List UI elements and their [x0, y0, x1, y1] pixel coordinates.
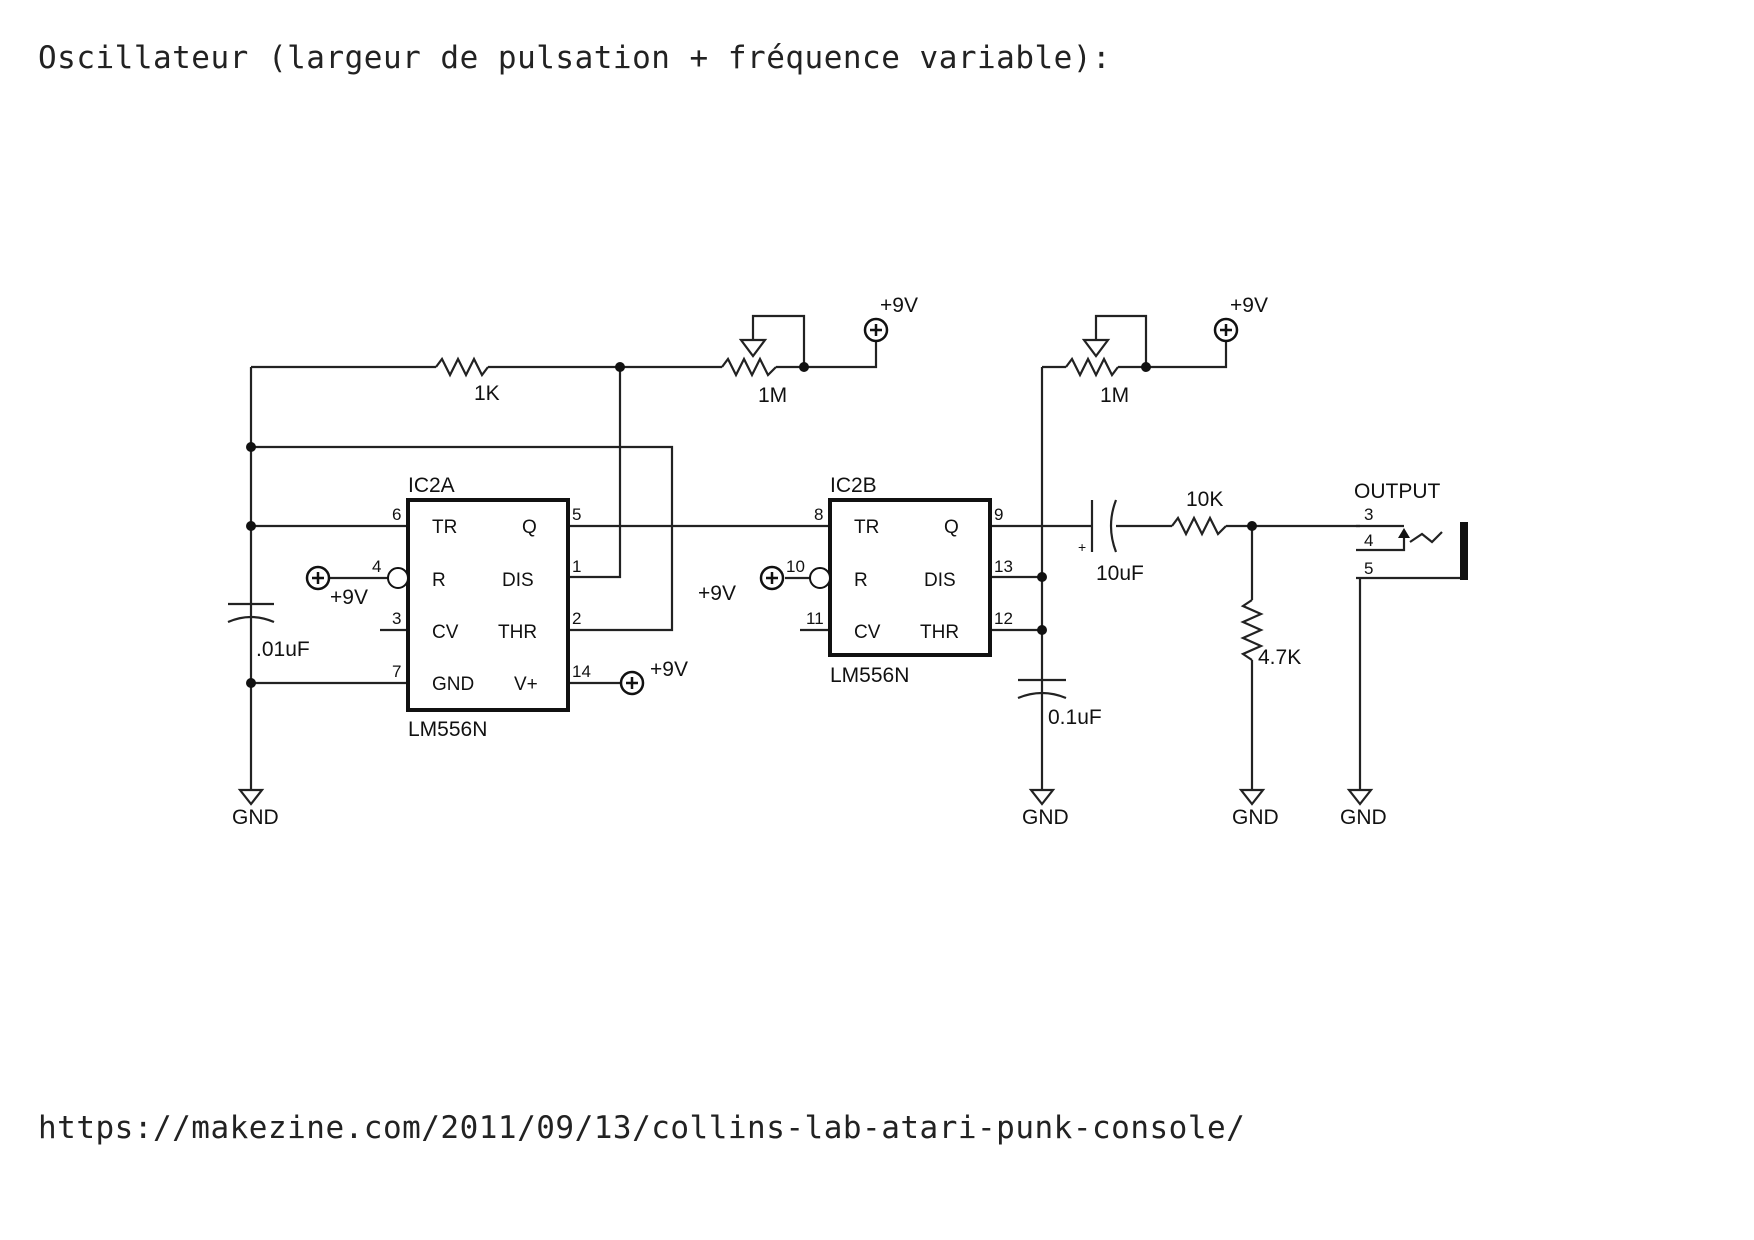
pin-number: 6 [392, 505, 401, 524]
ground-icon [237, 788, 265, 806]
supply-label: +9V [880, 294, 918, 317]
resistor-4k7-label: 4.7K [1258, 646, 1301, 669]
output-pin-number: 3 [1364, 505, 1373, 524]
supply-plus-icon [305, 565, 331, 591]
pin-name: CV [432, 622, 459, 643]
pot-b-wiper-arrow-icon [1081, 338, 1111, 358]
capacitor-01uf-icon [227, 602, 275, 624]
inverted-reset-bubble [387, 567, 409, 589]
pin-number: 13 [994, 557, 1013, 576]
pin-number: 1 [572, 557, 581, 576]
junction-dot [799, 362, 809, 372]
pin-name: Q [944, 517, 959, 538]
pin-name: R [432, 570, 446, 591]
wire-jack-tip [1409, 531, 1443, 544]
pin-number: 5 [572, 505, 581, 524]
pin-number: 10 [786, 557, 805, 576]
potentiometer-b-icon [1065, 356, 1119, 378]
junction-dot [1037, 572, 1047, 582]
pin-name: THR [920, 622, 959, 643]
output-label: OUTPUT [1354, 480, 1441, 503]
ground-label: GND [1340, 806, 1387, 829]
supply-plus-icon [863, 317, 889, 343]
supply-plus-icon [759, 565, 785, 591]
pin-name: V+ [514, 674, 538, 695]
jack-sleeve [1460, 522, 1468, 580]
supply-label: +9V [1230, 294, 1268, 317]
resistor-4k7-icon [1240, 599, 1264, 661]
pin-number: 2 [572, 609, 581, 628]
ground-icon [1028, 788, 1056, 806]
ground-label: GND [232, 806, 279, 829]
junction-dot [246, 521, 256, 531]
capacitor-10uf-label: 10uF [1096, 562, 1144, 585]
jack-arrow-icon [1398, 528, 1410, 538]
pin-number: 12 [994, 609, 1013, 628]
pin-number: 3 [392, 609, 401, 628]
pin-name: DIS [502, 570, 534, 591]
resistor-1k-icon [435, 356, 489, 378]
wire-pot-a-wiper [776, 340, 878, 369]
capacitor-0-1uf-label: 0.1uF [1048, 706, 1102, 729]
pin-name: DIS [924, 570, 956, 591]
pin-number: 11 [806, 609, 824, 628]
wire-thr-a [251, 445, 674, 632]
junction-dot [1037, 625, 1047, 635]
svg-text:+: + [1078, 539, 1086, 555]
ground-icon [1346, 788, 1374, 806]
resistor-10k-label: 10K [1186, 488, 1223, 511]
wire-dis-a [568, 367, 622, 579]
source-link[interactable]: https://makezine.com/2011/09/13/collins-… [38, 1110, 1246, 1146]
pin-name: GND [432, 674, 474, 695]
output-pin-number: 4 [1364, 531, 1373, 550]
ic-a-body [406, 498, 570, 712]
supply-label: +9V [650, 658, 688, 681]
pin-name: R [854, 570, 868, 591]
junction-dot [1141, 362, 1151, 372]
junction-dot [615, 362, 625, 372]
ic-b-name: IC2B [830, 474, 877, 497]
junction-dot [1247, 521, 1257, 531]
wire-pot-a-bridge [751, 314, 806, 367]
pin-name: Q [522, 517, 537, 538]
capacitor-0-1uf-icon [1017, 678, 1067, 700]
wire-pot-b-bridge [1094, 314, 1148, 367]
pot-b-label: 1M [1100, 384, 1129, 407]
junction-dot [246, 678, 256, 688]
pin-name: TR [432, 517, 457, 538]
supply-plus-icon [1213, 317, 1239, 343]
pin-name: CV [854, 622, 881, 643]
ic-a-name: IC2A [408, 474, 455, 497]
supply-label: +9V [698, 582, 736, 605]
pot-a-label: 1M [758, 384, 787, 407]
pin-number: 4 [372, 557, 381, 576]
potentiometer-a-icon [721, 356, 777, 378]
pin-number: 8 [814, 505, 823, 524]
pin-number: 7 [392, 662, 401, 681]
pot-a-wiper-arrow-icon [738, 338, 768, 358]
supply-plus-icon [619, 670, 645, 696]
resistor-10k-icon [1171, 515, 1227, 537]
ic-a-part: LM556N [408, 718, 487, 741]
pin-name: THR [498, 622, 537, 643]
page-title: Oscillateur (largeur de pulsation + fréq… [38, 40, 1112, 76]
capacitor-10uf-icon: + [1078, 499, 1118, 555]
ic-b-part: LM556N [830, 664, 909, 687]
ground-icon [1238, 788, 1266, 806]
ground-label: GND [1232, 806, 1279, 829]
ic-b-body [828, 498, 992, 657]
wire-pot-b [1042, 340, 1228, 369]
pin-number: 9 [994, 505, 1003, 524]
output-pin-number: 5 [1364, 559, 1373, 578]
resistor-1k-label: 1K [474, 382, 500, 405]
junction-dot [246, 442, 256, 452]
inverted-reset-bubble [809, 567, 831, 589]
supply-label: +9V [330, 586, 368, 609]
ground-label: GND [1022, 806, 1069, 829]
capacitor-01uf-label: .01uF [256, 638, 310, 661]
pin-number: 14 [572, 662, 591, 681]
pin-name: TR [854, 517, 879, 538]
